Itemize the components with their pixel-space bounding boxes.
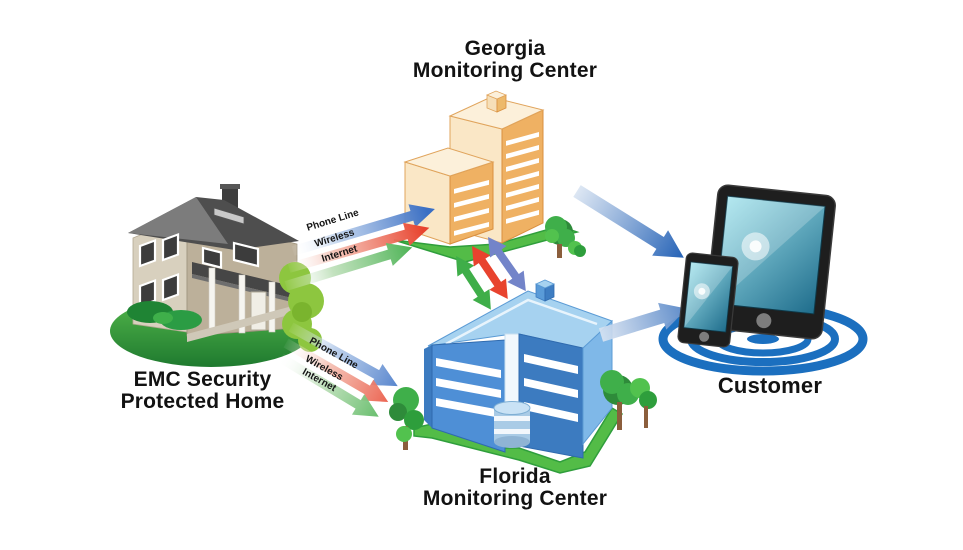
home-label-line2: Protected Home [120, 390, 285, 413]
arrow-phone-line-home-florida [288, 322, 398, 387]
florida-building-illustration [389, 279, 657, 474]
arrow-phone-line-home-georgia [291, 204, 435, 256]
tree-icon [545, 216, 586, 258]
arrow-wireless-home-florida [283, 338, 389, 402]
customer-devices-illustration [573, 184, 868, 376]
smartphone-icon [677, 252, 739, 348]
tablet-icon [704, 184, 836, 340]
customer-label: Customer [717, 373, 823, 398]
arrow-internet-georgia-florida [456, 256, 491, 310]
arrow-wireless-home-georgia [287, 222, 430, 273]
georgia-building-illustration [393, 90, 586, 263]
florida-center-label-line2: Monitoring Center [422, 487, 608, 510]
home-label-line1: EMC Security [133, 368, 272, 391]
arrow-wireless-georgia-florida [472, 246, 508, 300]
arrow-internet-home-georgia [284, 242, 413, 291]
arrow-georgia-customer [573, 185, 684, 258]
georgia-center-label-line2: Monitoring Center [412, 59, 598, 82]
tree-icon [389, 370, 657, 450]
florida-center-label-line1: Florida [479, 465, 551, 488]
georgia-center-label: Georgia Monitoring Center [360, 38, 650, 82]
home-label: EMC Security Protected Home [95, 369, 310, 413]
florida-center-label: Florida Monitoring Center [390, 466, 640, 510]
home-illustration [110, 184, 324, 367]
arrow-florida-customer [598, 302, 688, 342]
arrow-internet-home-florida [278, 353, 379, 417]
georgia-center-label-line1: Georgia [464, 37, 546, 60]
entrance-cylinder [493, 401, 531, 448]
arrow-phone-line-georgia-florida [488, 237, 526, 292]
